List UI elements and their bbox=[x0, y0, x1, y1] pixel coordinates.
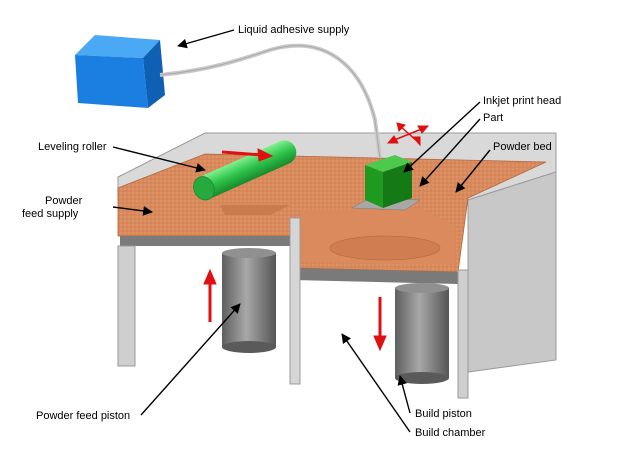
adhesive-tank bbox=[75, 35, 165, 108]
label-leveling-roller: Leveling roller bbox=[38, 141, 107, 153]
print-head-shape bbox=[351, 155, 421, 211]
leader-lines bbox=[112, 29, 491, 433]
label-liquid-adhesive-supply: Liquid adhesive supply bbox=[238, 24, 350, 36]
machine-front-walls bbox=[117, 217, 469, 399]
label-part: Part bbox=[483, 112, 503, 124]
label-powder-feed-supply-1: Powder bbox=[45, 195, 83, 207]
label-build-chamber: Build chamber bbox=[415, 427, 486, 439]
build-piston-shape bbox=[395, 283, 449, 384]
label-powder-bed: Powder bed bbox=[493, 141, 552, 153]
label-powder-feed-supply-2: feed supply bbox=[22, 208, 79, 220]
motion-arrows bbox=[203, 122, 430, 352]
label-powder-feed-piston: Powder feed piston bbox=[36, 410, 130, 422]
powder-feed-piston-shape bbox=[222, 248, 276, 353]
label-inkjet-print-head: Inkjet print head bbox=[483, 95, 561, 107]
label-build-piston: Build piston bbox=[415, 408, 472, 420]
